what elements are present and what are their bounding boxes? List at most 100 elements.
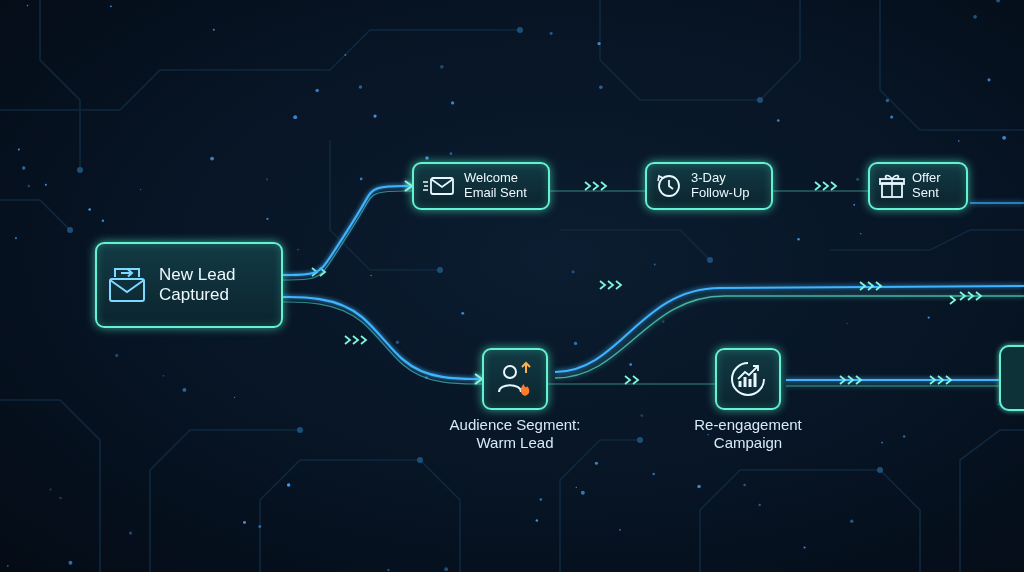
chevron: [848, 376, 853, 384]
chevron: [968, 292, 973, 300]
process-box: Welcome Email Sent: [412, 162, 550, 210]
chevron: [946, 376, 951, 384]
chevron: [353, 336, 358, 344]
star: [777, 119, 780, 122]
process-box: 3-Day Follow-Up: [645, 162, 773, 210]
star: [15, 237, 17, 239]
flow-connector: [548, 378, 715, 380]
connector-strand: [283, 191, 412, 280]
star: [1002, 136, 1006, 140]
star: [599, 85, 603, 89]
star: [654, 264, 656, 266]
star: [234, 397, 235, 398]
star: [7, 565, 9, 567]
box-label: Offer Sent: [912, 171, 956, 201]
connector-strand: [773, 190, 868, 191]
flow-chevrons: [312, 182, 981, 384]
connector-strand: [283, 302, 482, 384]
star: [293, 115, 297, 119]
icon-node: Re-engagement Campaign: [715, 348, 781, 410]
node-caption: Audience Segment: Warm Lead: [429, 416, 601, 452]
star: [903, 435, 906, 438]
flow-lines: [555, 203, 1024, 386]
star: [451, 101, 454, 104]
box-label: 3-Day Follow-Up: [691, 171, 759, 201]
star: [387, 569, 390, 572]
star: [597, 42, 600, 45]
star: [450, 152, 453, 155]
star: [662, 321, 664, 323]
icon-node: Audience Segment: Warm Lead: [482, 348, 548, 410]
box-label: New Lead Captured: [159, 265, 267, 304]
process-box: New Lead Captured: [95, 242, 283, 328]
star: [287, 483, 290, 486]
star: [22, 166, 25, 169]
star: [572, 271, 575, 274]
star: [652, 473, 655, 476]
star: [998, 404, 999, 405]
star: [958, 140, 960, 142]
star: [797, 238, 800, 241]
node-icon: [728, 359, 768, 399]
chevron: [600, 281, 605, 289]
star: [707, 434, 709, 436]
star: [243, 521, 246, 524]
star: [27, 185, 30, 188]
star: [996, 0, 1000, 2]
star: [266, 178, 268, 180]
trace-dots: [67, 27, 883, 473]
flow-connector: [283, 186, 412, 275]
star: [890, 115, 893, 118]
star: [18, 148, 20, 150]
star: [846, 323, 847, 324]
chevron: [361, 336, 366, 344]
star: [45, 184, 47, 186]
box-label: Welcome Email Sent: [464, 171, 536, 201]
node-icon: [107, 265, 147, 305]
star: [49, 488, 51, 490]
star: [370, 275, 371, 276]
node-icon: [422, 174, 456, 198]
connector-strand: [548, 383, 715, 384]
chevron: [976, 292, 981, 300]
star: [27, 5, 29, 7]
chevron: [616, 281, 621, 289]
connector-strand: [550, 190, 645, 191]
star-particles: [7, 0, 1006, 571]
star: [444, 567, 448, 571]
flow-connector: [550, 185, 645, 187]
star: [853, 204, 855, 206]
star: [540, 498, 542, 500]
chevron: [868, 282, 873, 290]
star: [297, 249, 299, 251]
star: [804, 546, 806, 548]
partial-box: [1000, 346, 1024, 410]
chevron: [960, 292, 965, 300]
star: [860, 233, 862, 235]
star: [315, 89, 319, 93]
chevron: [930, 376, 935, 384]
star: [928, 316, 930, 318]
star: [102, 220, 105, 223]
star: [881, 442, 883, 444]
star: [574, 342, 577, 345]
star: [140, 189, 141, 190]
star: [359, 85, 362, 88]
chevron: [938, 376, 943, 384]
star: [759, 504, 761, 506]
node-icon: [878, 172, 906, 200]
chevron: [345, 336, 350, 344]
star: [258, 525, 261, 528]
process-box: Offer Sent: [868, 162, 968, 210]
star: [213, 29, 215, 31]
star: [115, 354, 118, 357]
star: [183, 388, 187, 392]
star: [973, 15, 977, 19]
star: [425, 156, 429, 160]
star: [129, 531, 132, 534]
star: [59, 497, 61, 499]
chevron: [950, 296, 955, 304]
star: [640, 414, 643, 417]
star: [360, 178, 363, 181]
